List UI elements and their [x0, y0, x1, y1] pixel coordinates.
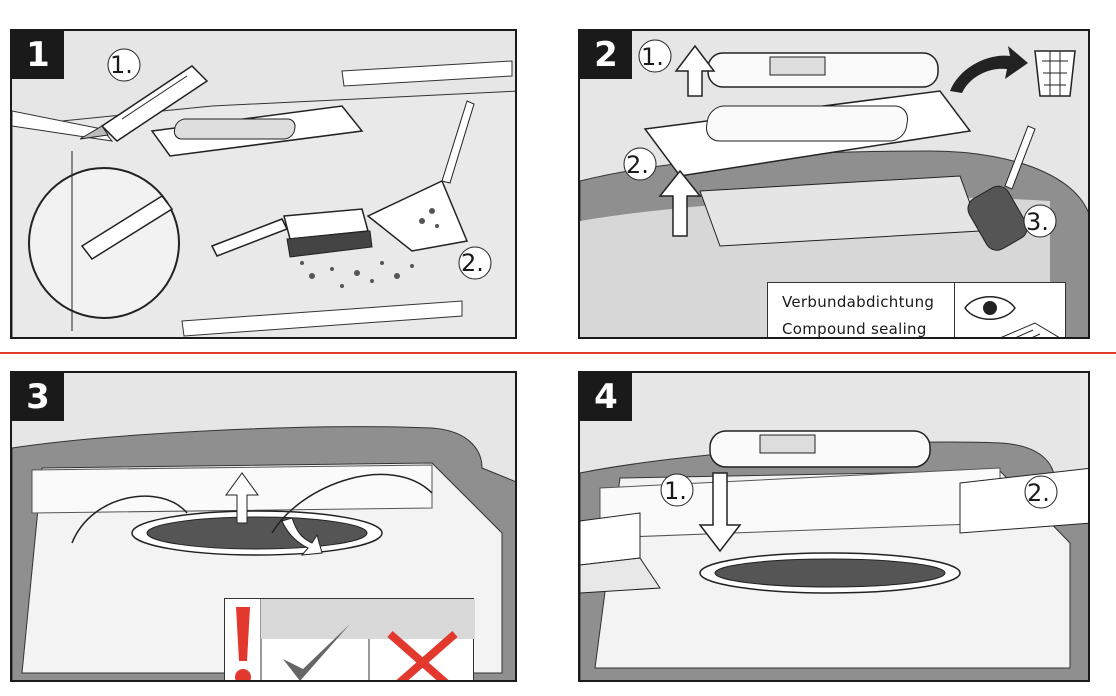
drain-frame	[643, 90, 972, 177]
curved-arrow-icon	[71, 473, 433, 544]
drain-cover	[707, 52, 939, 88]
panel-4: 4 1. 2.	[578, 371, 1090, 682]
warning-graphic	[235, 599, 475, 680]
panel-number: 3	[12, 373, 64, 421]
note-text-german: Verbundabdichtung	[782, 293, 935, 311]
drain-frame	[150, 105, 364, 157]
panel-4-illustration	[580, 430, 1088, 680]
arrow-up-icon	[658, 169, 702, 237]
panel-number: 2	[580, 31, 632, 79]
arrow-up-icon	[225, 472, 259, 524]
tape-strip-right	[959, 467, 1088, 534]
exclamation-icon	[235, 607, 251, 680]
dirt-particles	[300, 261, 414, 288]
step-label-3: 3.	[1026, 208, 1049, 236]
eye-icon	[964, 296, 1016, 320]
panel-1-illustration	[12, 48, 515, 337]
curved-arrow-icon	[950, 46, 1028, 93]
section-divider	[0, 352, 1116, 354]
foil-warning-box	[224, 598, 475, 680]
utility-knife-icon	[79, 65, 209, 142]
panel-2-illustration	[580, 39, 1088, 337]
drain-opening	[131, 510, 383, 556]
panel-3: 3	[10, 371, 517, 682]
panel-2: 2 1. 2. 3. Verbundabdichtung Compound se…	[578, 29, 1090, 339]
note-text-english: Compound sealing	[782, 320, 927, 338]
trash-bin-icon	[1034, 50, 1076, 97]
drain-opening	[699, 552, 961, 594]
paint-roller-icon	[967, 125, 1036, 251]
step-label-2: 2.	[461, 249, 484, 277]
magnifier-detail	[28, 151, 180, 331]
arrow-down-icon	[698, 472, 742, 553]
compound-sealing-note: Verbundabdichtung Compound sealing	[767, 282, 1066, 338]
arrow-down-icon	[281, 517, 323, 556]
step-label-2: 2.	[1027, 479, 1050, 507]
brush-icon	[210, 208, 373, 258]
panel-1: 1 1. 2.	[10, 29, 517, 339]
note-divider	[954, 283, 955, 337]
step-label-1: 1.	[641, 43, 664, 71]
cross-icon	[387, 630, 458, 680]
step-label-1: 1.	[110, 51, 133, 79]
panel-number: 1	[12, 31, 64, 79]
panel-number: 4	[580, 373, 632, 421]
step-label-2: 2.	[626, 151, 649, 179]
tape-strip-left	[580, 512, 661, 594]
drain-cover	[709, 430, 931, 468]
arrow-up-icon	[674, 44, 716, 97]
dustpan-icon	[366, 100, 475, 252]
manual-icon	[1001, 322, 1060, 337]
note-icons	[964, 296, 1060, 337]
step-label-1: 1.	[664, 477, 687, 505]
